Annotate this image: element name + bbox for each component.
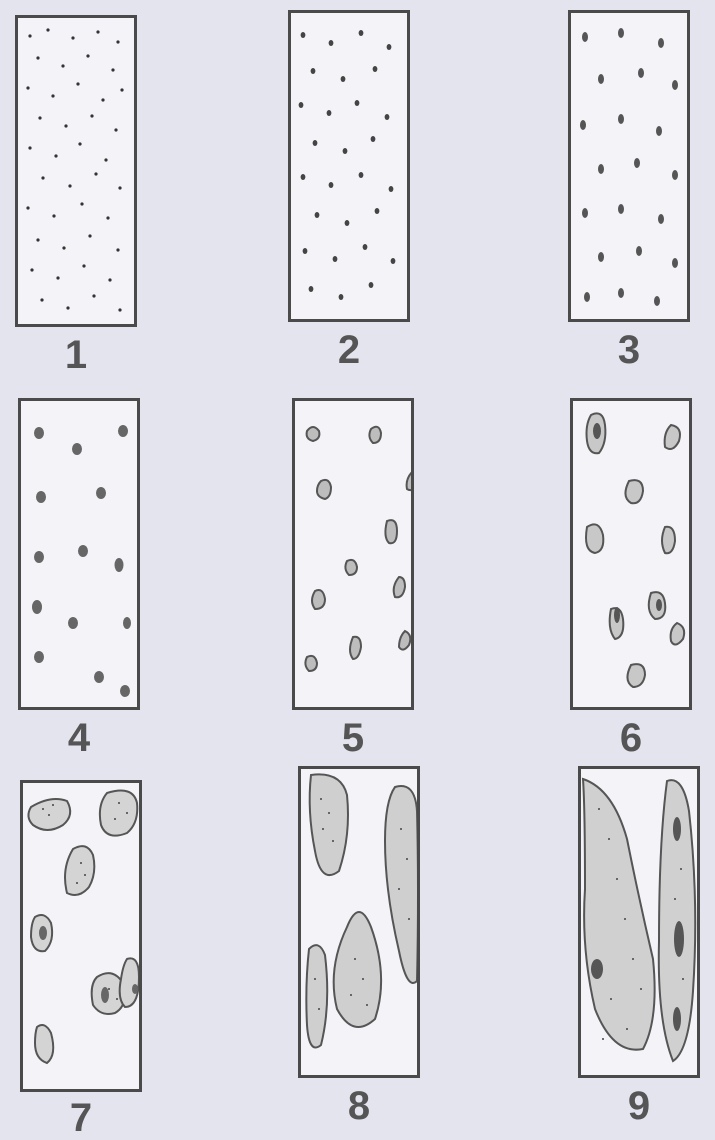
panel-8 [298, 766, 420, 1078]
panel-1-label: 1 [15, 335, 137, 375]
panel-6-patches [573, 401, 689, 707]
panel-4-spots [21, 401, 137, 707]
panel-5 [292, 398, 414, 710]
panel-3-dots [571, 13, 687, 319]
panel-4-label: 4 [18, 718, 140, 758]
panel-4 [18, 398, 140, 710]
panel-3-label: 3 [568, 330, 690, 370]
panel-8-label: 8 [298, 1086, 420, 1126]
panel-6 [570, 398, 692, 710]
panel-9-label: 9 [578, 1086, 700, 1126]
panel-5-label: 5 [292, 718, 414, 758]
panel-9-patches [581, 769, 697, 1075]
panel-2 [288, 10, 410, 322]
panel-6-label: 6 [570, 718, 692, 758]
panel-2-dots [291, 13, 407, 319]
panel-9 [578, 766, 700, 1078]
panel-1-dots [18, 18, 134, 324]
panel-5-spots [295, 401, 411, 707]
panel-7-patches [23, 783, 139, 1089]
panel-7-label: 7 [20, 1098, 142, 1138]
panel-8-patches [301, 769, 417, 1075]
panel-3 [568, 10, 690, 322]
panel-7 [20, 780, 142, 1092]
panel-2-label: 2 [288, 330, 410, 370]
panel-1 [15, 15, 137, 327]
